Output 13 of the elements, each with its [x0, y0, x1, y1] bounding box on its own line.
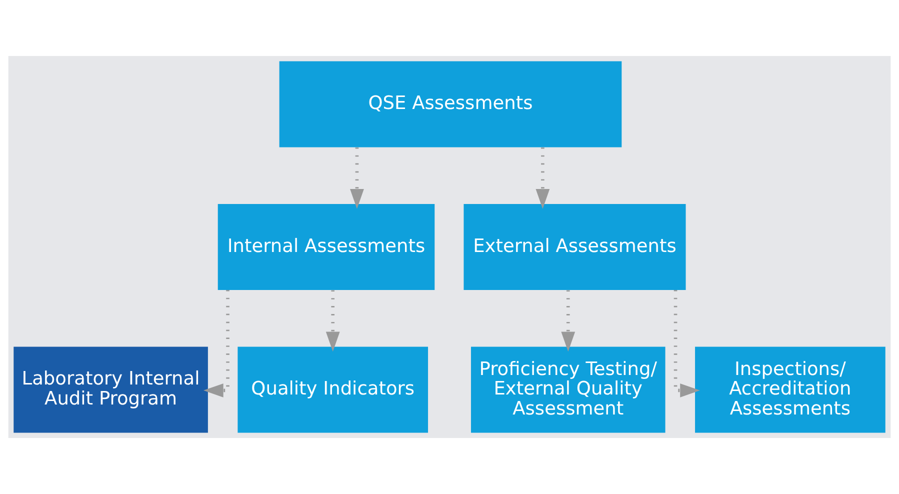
node-box: Quality Indicators [238, 346, 428, 433]
arrow [350, 147, 364, 209]
node-box: Internal Assessments [218, 204, 435, 290]
node-box: External Assessments [464, 204, 686, 290]
arrow [536, 147, 550, 209]
arrow [561, 290, 576, 352]
node-box: Inspections/ Accreditation Assessments [695, 346, 886, 433]
node-box: Proficiency Testing/ External Quality Assessment [470, 346, 666, 433]
arrow [674, 290, 700, 398]
arrow [326, 290, 340, 352]
node-box: QSE Assessments [279, 61, 622, 148]
node-box: Laboratory Internal Audit Program [14, 346, 208, 433]
arrow [203, 290, 230, 398]
